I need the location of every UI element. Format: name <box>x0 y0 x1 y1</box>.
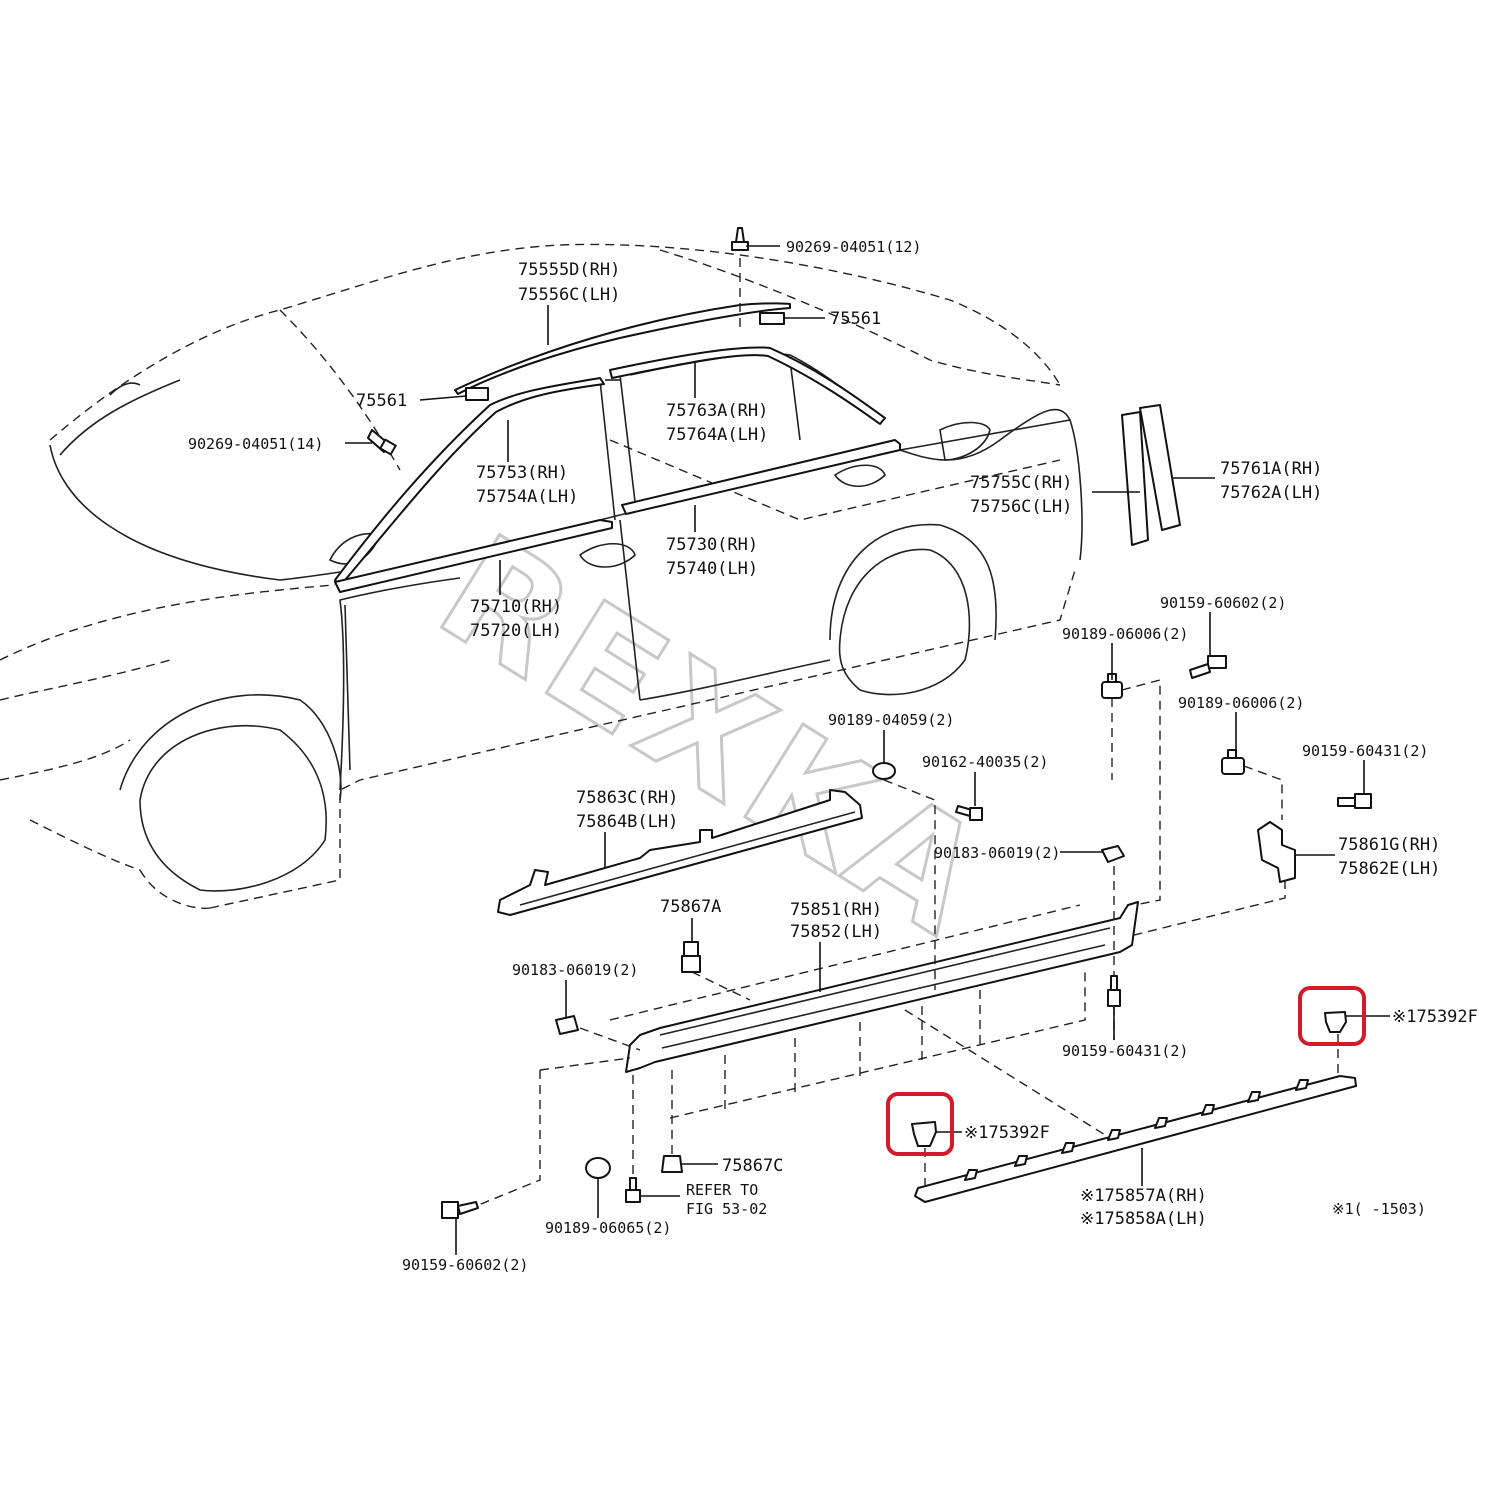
label-bolt-b: 90159-60431(2) <box>1302 742 1428 760</box>
clip-icon-f-left <box>911 1121 937 1147</box>
label-clip-f-right: ※175392F <box>1392 1007 1478 1027</box>
bracket <box>1257 821 1296 883</box>
nut-icon-c <box>1101 845 1125 863</box>
label-clip-roof-top: 90269-04051(12) <box>786 238 921 256</box>
label-footnote: ※1( -1503) <box>1332 1200 1426 1218</box>
clip-icon-c <box>661 1155 683 1173</box>
clip-icon-front <box>367 429 397 456</box>
label-rocker-upper-lh: 75864B(LH) <box>576 812 678 832</box>
label-roof-clip-rear: 75561 <box>830 309 881 329</box>
roof-moulding <box>454 302 791 395</box>
label-nut-c: 90183-06019(2) <box>934 844 1060 862</box>
rear-door-frame-moulding <box>609 346 886 425</box>
label-screw-a: 90162-40035(2) <box>922 753 1048 771</box>
label-rocker-mold-rh: 75851(RH) <box>790 900 882 920</box>
highlight-box-right <box>1298 986 1366 1046</box>
bolt-icon-c <box>1107 975 1121 1007</box>
rear-pillar-garnish <box>1121 404 1181 546</box>
lower-moulding <box>914 1075 1357 1203</box>
label-bracket-rh: 75861G(RH) <box>1338 835 1440 855</box>
label-lower-mold-rh: ※175857A(RH) <box>1080 1186 1207 1206</box>
highlight-box-left <box>886 1092 954 1156</box>
front-door-frame-moulding <box>334 377 605 587</box>
label-bolt-d: 90159-60602(2) <box>402 1256 528 1274</box>
label-rear-door-frame-rh: 75763A(RH) <box>666 401 768 421</box>
screw-icon-refer <box>625 1177 641 1203</box>
label-clip-roof-front: 90269-04051(14) <box>188 435 323 453</box>
label-front-door-frame-lh: 75754A(LH) <box>476 487 578 507</box>
label-rocker-upper-rh: 75863C(RH) <box>576 788 678 808</box>
label-nut-b: 90189-06006(2) <box>1178 694 1304 712</box>
label-roof-clip-front: 75561 <box>356 391 407 411</box>
part-labels: 90269-04051(12) 75555D(RH) 75556C(LH) 75… <box>188 238 1478 1274</box>
rocker-upper-garnish <box>497 789 863 916</box>
grommet-icon-b <box>585 1157 611 1179</box>
front-belt-moulding <box>334 519 613 593</box>
highlight-boxes <box>886 986 1366 1156</box>
label-front-door-frame-rh: 75753(RH) <box>476 463 568 483</box>
label-grommet-b: 90189-06065(2) <box>545 1219 671 1237</box>
clip-icon-roof <box>731 227 749 251</box>
label-rear-pillar-rh: 75755C(RH) <box>970 473 1072 493</box>
label-refer-2: FIG 53-02 <box>686 1200 767 1218</box>
bolt-icon-b <box>1337 793 1372 809</box>
nut-icon-d <box>555 1015 579 1035</box>
lower-moulding-clips <box>964 1079 1309 1181</box>
rear-belt-moulding <box>621 439 901 515</box>
label-roof-mold-lh: 75556C(LH) <box>518 285 620 305</box>
label-rocker-mold-lh: 75852(LH) <box>790 922 882 942</box>
label-rear-garnish-rh: 75761A(RH) <box>1220 459 1322 479</box>
label-nut-d: 90183-06019(2) <box>512 961 638 979</box>
label-rear-garnish-lh: 75762A(LH) <box>1220 483 1322 503</box>
label-rear-belt-rh: 75730(RH) <box>666 535 758 555</box>
roof-clip-rear <box>759 312 785 325</box>
rocker-moulding <box>625 901 1139 1073</box>
roof-clip-front <box>465 387 489 401</box>
label-rear-pillar-lh: 75756C(LH) <box>970 497 1072 517</box>
label-lower-mold-lh: ※175858A(LH) <box>1080 1209 1207 1229</box>
label-grommet-a: 90189-04059(2) <box>828 711 954 729</box>
label-bolt-c: 90159-60431(2) <box>1062 1042 1188 1060</box>
label-clip-f-left: ※175392F <box>964 1123 1050 1143</box>
bolt-icon-d <box>441 1201 479 1219</box>
label-refer-1: REFER TO <box>686 1181 758 1199</box>
fastener-icons <box>441 655 1372 1219</box>
leader-lines <box>345 245 1390 1255</box>
bolt-icon-a <box>1189 655 1227 679</box>
label-roof-mold-rh: 75555D(RH) <box>518 260 620 280</box>
screw-icon-a <box>955 805 983 821</box>
label-nut-a: 90189-06006(2) <box>1062 625 1188 643</box>
label-rear-belt-lh: 75740(LH) <box>666 559 758 579</box>
grommet-icon-a <box>872 762 896 780</box>
clip-icon-f-right <box>1324 1011 1347 1033</box>
label-front-belt-rh: 75710(RH) <box>470 597 562 617</box>
label-clip-a: 75867A <box>660 897 721 917</box>
label-bolt-a: 90159-60602(2) <box>1160 594 1286 612</box>
label-front-belt-lh: 75720(LH) <box>470 621 562 641</box>
label-clip-c: 75867C <box>722 1156 783 1176</box>
nut-icon-b <box>1221 749 1245 775</box>
clip-icon-a <box>681 941 701 973</box>
label-rear-door-frame-lh: 75764A(LH) <box>666 425 768 445</box>
label-bracket-lh: 75862E(LH) <box>1338 859 1440 879</box>
